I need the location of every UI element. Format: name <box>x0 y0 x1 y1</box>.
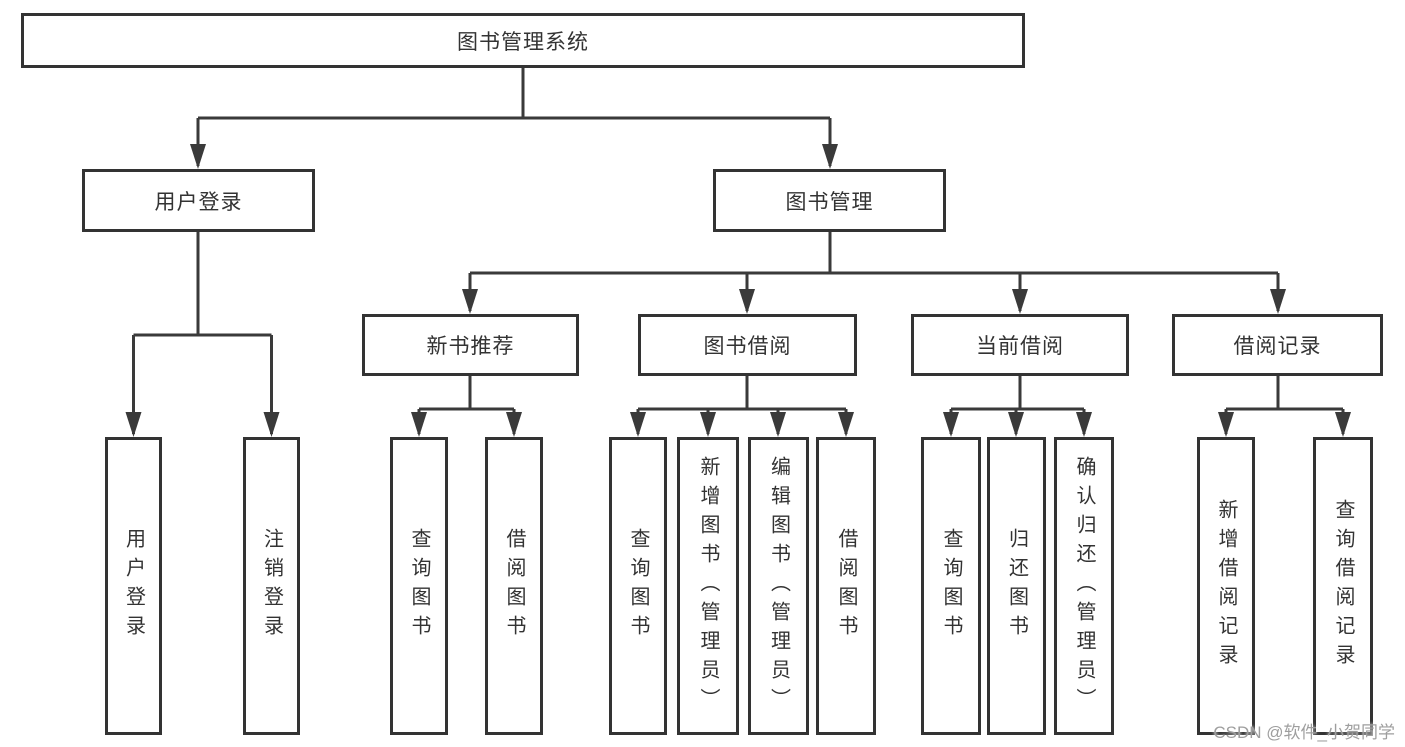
arrow-icon <box>838 412 854 437</box>
arrow-icon <box>1076 412 1092 437</box>
arrow-icon <box>190 144 206 169</box>
arrow-icon <box>700 412 716 437</box>
arrow-icon <box>630 412 646 437</box>
arrow-icon <box>462 289 478 314</box>
leaf-add-books-admin: 新增图书（管理员） <box>677 437 739 735</box>
arrow-icon <box>739 289 755 314</box>
leaf-add-borrow-record: 新增借阅记录 <box>1197 437 1255 735</box>
node-user-login: 用户登录 <box>82 169 315 232</box>
arrow-icon <box>1270 289 1286 314</box>
connector-user-login-to-children <box>132 232 273 434</box>
leaf-borrow-books-recommend: 借阅图书 <box>485 437 543 735</box>
arrow-icon <box>770 412 786 437</box>
leaf-query-borrow-record: 查询借阅记录 <box>1313 437 1373 735</box>
leaf-query-books-recommend: 查询图书 <box>390 437 448 735</box>
node-library-management-system: 图书管理系统 <box>21 13 1025 68</box>
connector-new-book-to-children <box>417 376 516 434</box>
arrow-icon <box>1335 412 1351 437</box>
node-current-borrowing: 当前借阅 <box>911 314 1129 376</box>
arrow-icon <box>411 412 427 437</box>
arrow-icon <box>506 412 522 437</box>
leaf-logout-login: 注销登录 <box>243 437 300 735</box>
arrowheads <box>125 144 1351 437</box>
leaf-return-books: 归还图书 <box>987 437 1046 735</box>
connector-borrow-records-to-children <box>1224 376 1345 434</box>
arrow-icon <box>263 412 280 437</box>
leaf-user-login: 用户登录 <box>105 437 162 735</box>
node-new-book-recommendation: 新书推荐 <box>362 314 579 376</box>
node-borrowing-records: 借阅记录 <box>1172 314 1383 376</box>
leaf-edit-books-admin: 编辑图书（管理员） <box>748 437 809 735</box>
arrow-icon <box>1218 412 1234 437</box>
leaf-query-books-current: 查询图书 <box>921 437 981 735</box>
arrow-icon <box>1008 412 1024 437</box>
arrow-icon <box>943 412 959 437</box>
connector-root-to-level2 <box>196 68 832 166</box>
leaf-query-books-borrow: 查询图书 <box>609 437 667 735</box>
connector-book-management-to-level3 <box>468 232 1280 311</box>
watermark-csdn: CSDN @软件_小贺同学 <box>1213 723 1395 742</box>
arrow-icon <box>125 412 142 437</box>
arrow-icon <box>822 144 838 169</box>
node-book-borrowing: 图书借阅 <box>638 314 857 376</box>
leaf-confirm-return-admin: 确认归还（管理员） <box>1054 437 1114 735</box>
arrow-icon <box>1012 289 1028 314</box>
leaf-borrow-books: 借阅图书 <box>816 437 876 735</box>
node-book-management: 图书管理 <box>713 169 946 232</box>
connector-book-borrow-to-children <box>636 376 848 434</box>
